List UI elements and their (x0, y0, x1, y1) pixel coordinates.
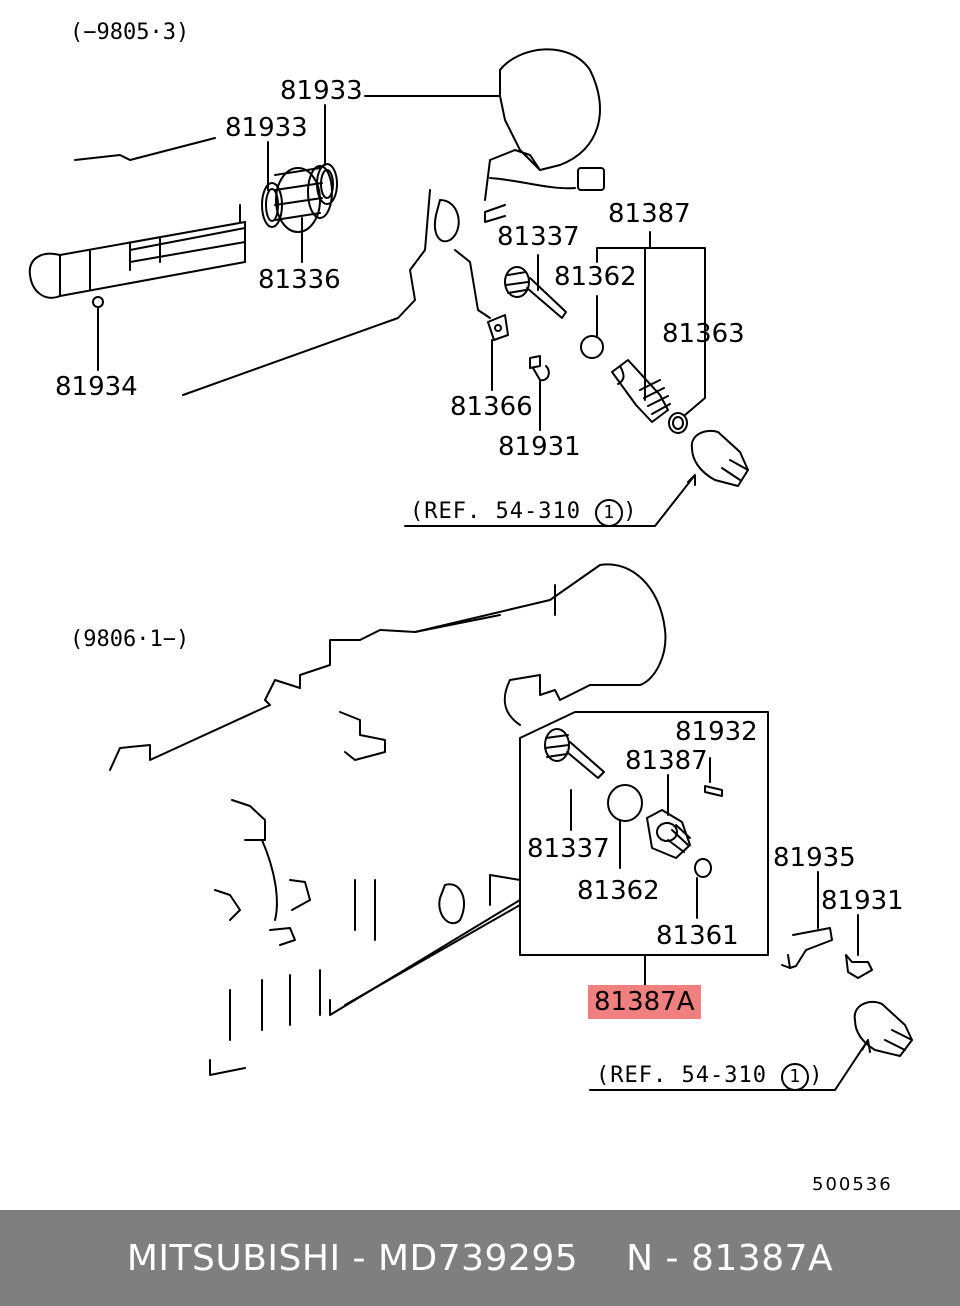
driven-gear-81337-lower (544, 728, 605, 779)
ref-circle-lower: 1 (781, 1063, 810, 1091)
part-label-81931-lower: 81931 (821, 886, 904, 916)
ref-note-lower: (REF. 54-310 1) (596, 1061, 823, 1091)
upper-transmission-outline (182, 48, 605, 396)
part-label-81336: 81336 (258, 265, 341, 295)
upper-leader-lines (97, 104, 706, 527)
seal-81361-lower (694, 858, 712, 878)
part-label-81337-lower: 81337 (527, 834, 610, 864)
lower-transmission-outline (109, 563, 667, 1076)
ref-close-lower: ) (809, 1063, 824, 1088)
part-label-81387-upper: 81387 (608, 199, 691, 229)
lower-leader-lines (570, 757, 871, 1091)
range-note-upper: (−9805·3) (70, 20, 190, 45)
pin-81932 (704, 785, 723, 797)
part-label-81362-lower: 81362 (577, 876, 660, 906)
bolt-81931-lower (845, 954, 873, 979)
part-label-81933-left: 81933 (225, 113, 308, 143)
part-label-81931-upper: 81931 (498, 432, 581, 462)
ref-text-lower: (REF. 54-310 (596, 1063, 767, 1088)
exploded-view-drawing (28, 48, 913, 1091)
part-label-81935: 81935 (773, 843, 856, 873)
driven-gear-81337-upper (504, 266, 567, 319)
part-label-81366: 81366 (450, 392, 533, 422)
part-label-81337-upper: 81337 (497, 222, 580, 252)
seal-81363-upper (668, 412, 688, 434)
part-label-81933-top: 81933 (280, 76, 363, 106)
part-label-81361: 81361 (656, 921, 739, 951)
snap-ring-81933-left (261, 182, 283, 228)
assembly-label-81387a: 81387A (588, 985, 701, 1019)
bolt-81931-upper (529, 355, 550, 382)
speedometer-gear-81336 (274, 165, 333, 233)
part-label-81363: 81363 (662, 319, 745, 349)
ref-circle-upper: 1 (595, 499, 624, 527)
footer-bar: MITSUBISHI - MD739295 N - 81387A (0, 1210, 960, 1306)
sleeve-81387-upper (611, 359, 671, 423)
ref-note-upper: (REF. 54-310 1) (410, 497, 637, 527)
o-ring-81362-upper (580, 335, 604, 359)
sensor-upper (690, 429, 749, 487)
drawing-code: 500536 (812, 1174, 893, 1195)
footer-brand-part: MITSUBISHI - MD739295 (126, 1237, 579, 1279)
bracket-81935 (781, 927, 833, 969)
lower-assembly-box (519, 711, 769, 986)
o-ring-81362-lower (607, 784, 643, 822)
footer-ref: N - 81387A (626, 1237, 834, 1279)
plate-81366 (487, 314, 509, 341)
range-note-lower: (9806·1−) (70, 627, 190, 652)
ref-text-upper: (REF. 54-310 (410, 499, 581, 524)
part-label-81934: 81934 (55, 372, 138, 402)
ref-close-upper: ) (623, 499, 638, 524)
part-label-81387-lower: 81387 (625, 746, 708, 776)
upper-shaft (28, 137, 246, 308)
part-label-81362-upper: 81362 (554, 262, 637, 292)
sensor-lower (853, 1000, 913, 1057)
snap-ring-81933-right (316, 163, 338, 205)
sleeve-81387-lower (646, 809, 691, 859)
part-label-81932: 81932 (675, 717, 758, 747)
